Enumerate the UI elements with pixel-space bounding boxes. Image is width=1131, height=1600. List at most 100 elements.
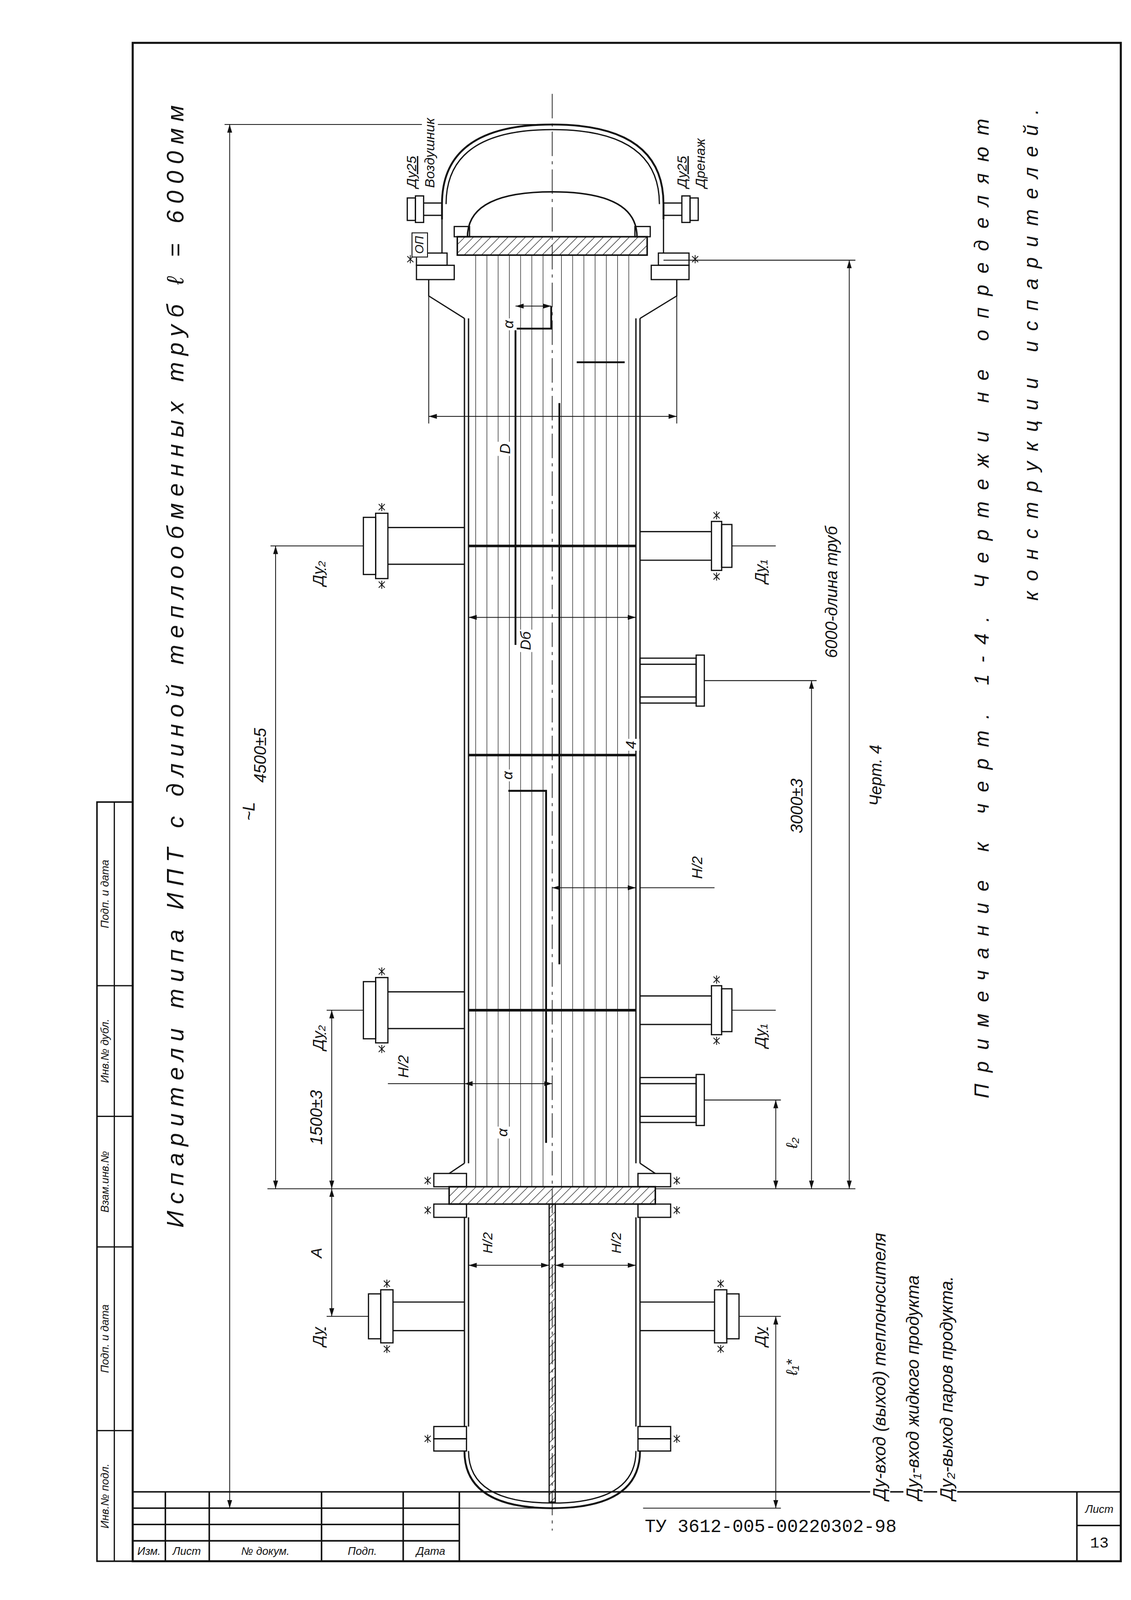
marking-text: ОП <box>412 235 427 254</box>
dimension-label: ℓ₁* <box>783 1357 802 1378</box>
side-nozzle <box>696 655 705 707</box>
side-nozzle <box>640 1074 705 1126</box>
dimension-label: α <box>493 1126 511 1139</box>
dimension-label: ℓ₂ <box>783 1136 802 1151</box>
flange-bolts <box>673 1206 680 1215</box>
dimension-label: А <box>307 1246 326 1261</box>
shell <box>428 279 678 319</box>
dimension-lines <box>849 260 850 1189</box>
dimension-lines <box>464 1083 553 1085</box>
dimension-value: 3000±3 <box>787 776 807 836</box>
vapour-outlet-nozzle <box>363 981 376 1039</box>
baffles <box>468 546 636 1011</box>
dimension-label: Н/2 <box>688 854 706 881</box>
stamp-field: Инв.№ дубл. <box>99 1017 112 1086</box>
liquid-inlet-nozzle <box>713 572 720 581</box>
sheet-number: 13 <box>1088 1535 1111 1554</box>
sheet-frame <box>97 802 133 1562</box>
shell <box>549 1204 556 1503</box>
nozzle-name: Дренаж <box>692 136 709 190</box>
vent-drain-nozzles <box>407 196 699 223</box>
title-block-cell: Лист <box>1083 1503 1116 1517</box>
vent-drain-nozzles <box>415 196 424 223</box>
vapour-outlet-nozzle <box>363 967 465 1054</box>
shell <box>637 1173 671 1188</box>
vent-drain-nozzles <box>423 203 683 216</box>
shell <box>433 1204 467 1218</box>
heating-medium-nozzle <box>717 1280 724 1289</box>
vapour-outlet-nozzle <box>363 503 465 589</box>
vapour-outlet-nozzle <box>378 1045 385 1054</box>
vent-drain-nozzles <box>682 196 691 223</box>
vapour-outlet-nozzle <box>363 517 376 575</box>
stamp-field: Подп. и дата <box>99 858 112 931</box>
dimension-lines <box>775 1100 777 1190</box>
heating-medium-nozzle <box>368 1280 740 1354</box>
shell <box>446 129 660 204</box>
heating-medium-nozzle <box>383 1345 390 1354</box>
dimension-lines <box>468 617 636 619</box>
sheet-frame <box>97 42 1121 1562</box>
shell <box>416 265 455 280</box>
liquid-inlet-nozzle <box>640 996 712 1026</box>
title-block <box>132 1492 1121 1562</box>
shell <box>448 1163 656 1174</box>
liquid-inlet-nozzle <box>711 985 722 1035</box>
stamp-field: Взам.инв.№ <box>99 1149 112 1215</box>
nozzle-callout: Ду₂ <box>309 1023 328 1053</box>
stamp-field: Инв.№ подл. <box>99 1462 112 1531</box>
shell <box>637 1204 671 1218</box>
shell <box>448 1187 656 1205</box>
vapour-outlet-nozzle <box>387 527 465 565</box>
dimension-lines <box>515 305 552 307</box>
heat-exchange-tubes <box>475 255 630 1188</box>
vapour-outlet-nozzle <box>378 503 385 512</box>
title-block-cell: Лист <box>171 1545 204 1559</box>
shell <box>457 236 647 256</box>
vapour-outlet-nozzle <box>375 513 388 579</box>
dimension-lines <box>224 124 856 1509</box>
dimension-lines <box>552 887 636 889</box>
heating-medium-nozzle <box>714 1290 727 1344</box>
dimension-lines <box>229 124 231 1509</box>
dimension-label: Dб <box>517 629 535 652</box>
dimension-value: ~L <box>239 800 259 823</box>
shell <box>467 192 637 237</box>
liquid-inlet-nozzle <box>640 531 712 561</box>
dimension-lines <box>275 546 277 1189</box>
liquid-inlet-nozzle <box>640 975 732 1046</box>
shell <box>658 253 689 266</box>
dimension-lines <box>331 1010 333 1190</box>
vapour-outlet-nozzle <box>387 992 465 1030</box>
heating-medium-nozzle <box>392 1302 715 1332</box>
nozzle-callout: Ду25 <box>403 154 420 190</box>
sheet-frame <box>132 42 1121 1562</box>
shell <box>442 124 664 220</box>
marking-box: ОП <box>411 232 428 258</box>
shell <box>635 226 651 237</box>
note-text: конструкции испарителей. <box>1019 97 1043 603</box>
drawing-title: Испарители типа ИПТ с длиной теплообменн… <box>161 97 190 1231</box>
nozzle-callout: Ду₁ <box>751 557 770 586</box>
legend-text: Ду₂-выход паров продукта. <box>937 1274 958 1503</box>
shell <box>416 124 689 1509</box>
stamp-field: Подп. и дата <box>99 1302 112 1376</box>
dimension-label: Н/2 <box>479 1230 496 1257</box>
heating-medium-nozzle <box>726 1294 740 1340</box>
shell <box>433 1173 467 1188</box>
title-block-cell: № докум. <box>239 1545 292 1559</box>
shell <box>433 1427 467 1440</box>
side-nozzle <box>640 1078 697 1123</box>
dimension-lines <box>811 680 813 1189</box>
heating-medium-nozzle <box>368 1294 381 1340</box>
dimension-value: 6000-длина труб <box>822 524 842 661</box>
dimension-label: D <box>496 442 514 457</box>
nozzle-callout: Ду₂ <box>309 559 328 588</box>
sheet-number: Черт. 4 <box>866 743 886 808</box>
shell <box>637 1427 671 1440</box>
side-nozzle <box>696 1074 705 1126</box>
heat-exchange-tubes <box>475 255 630 1188</box>
title-block <box>132 1492 1121 1562</box>
heating-medium-nozzle <box>383 1280 390 1289</box>
